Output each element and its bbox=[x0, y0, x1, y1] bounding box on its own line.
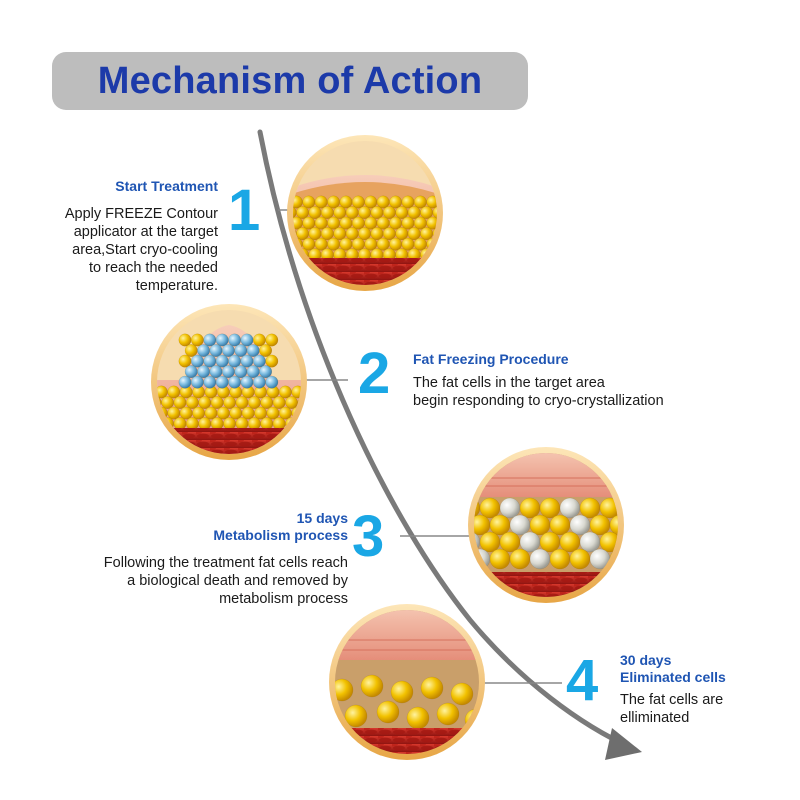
illustration-step-4 bbox=[329, 604, 485, 760]
step-3-body-line: a biological death and removed by bbox=[127, 573, 348, 589]
step-1-body-line: applicator at the target bbox=[73, 224, 218, 240]
step-3-number: 3 bbox=[352, 504, 385, 569]
step-1-body: Apply FREEZE Contour applicator at the t… bbox=[0, 205, 218, 295]
step-3-heading-line: Metabolism process bbox=[213, 527, 348, 543]
step-4-heading-line: Eliminated cells bbox=[620, 669, 726, 685]
step-2-number: 2 bbox=[358, 341, 391, 406]
step-3-heading: 15 days Metabolism process bbox=[108, 510, 348, 544]
timeline-curve bbox=[257, 129, 635, 751]
step-1-body-line: Apply FREEZE Contour bbox=[64, 206, 218, 222]
step-1-body-line: area,Start cryo-cooling bbox=[72, 242, 218, 258]
step-1-heading: Start Treatment bbox=[0, 178, 218, 195]
step-2-body-line: The fat cells in the target area bbox=[413, 375, 605, 391]
step-4-body-line: The fat cells are bbox=[620, 692, 724, 708]
step-3-body: Following the treatment fat cells reach … bbox=[28, 554, 348, 608]
illustration-step-1 bbox=[287, 135, 443, 291]
step-2-body: The fat cells in the target area begin r… bbox=[413, 374, 753, 410]
page-title: Mechanism of Action bbox=[97, 59, 483, 102]
step-4-body-line: elliminated bbox=[620, 710, 690, 726]
step-1-body-line: to reach the needed bbox=[89, 260, 218, 276]
step-3-body-line: metabolism process bbox=[219, 591, 348, 607]
step-2-heading-line: Fat Freezing Procedure bbox=[413, 351, 569, 367]
step-1-heading-line: Start Treatment bbox=[115, 178, 218, 194]
timeline-arrowhead bbox=[605, 728, 642, 760]
step-3-heading-line: 15 days bbox=[296, 510, 348, 526]
step-4-heading-line: 30 days bbox=[620, 652, 672, 668]
title-banner: Mechanism of Action bbox=[52, 52, 528, 110]
step-1-number: 1 bbox=[228, 178, 261, 243]
illustration-step-3 bbox=[468, 447, 624, 603]
step-4-number: 4 bbox=[566, 648, 599, 713]
step-3-body-line: Following the treatment fat cells reach bbox=[103, 555, 348, 571]
step-4-heading: 30 days Eliminated cells bbox=[620, 652, 790, 686]
step-2-heading: Fat Freezing Procedure bbox=[413, 351, 733, 368]
step-1-body-line: temperature. bbox=[135, 278, 218, 294]
step-2-body-line: begin responding to cryo-crystallization bbox=[413, 393, 664, 409]
step-4-body: The fat cells are elliminated bbox=[620, 691, 790, 727]
illustration-step-2 bbox=[151, 304, 307, 460]
